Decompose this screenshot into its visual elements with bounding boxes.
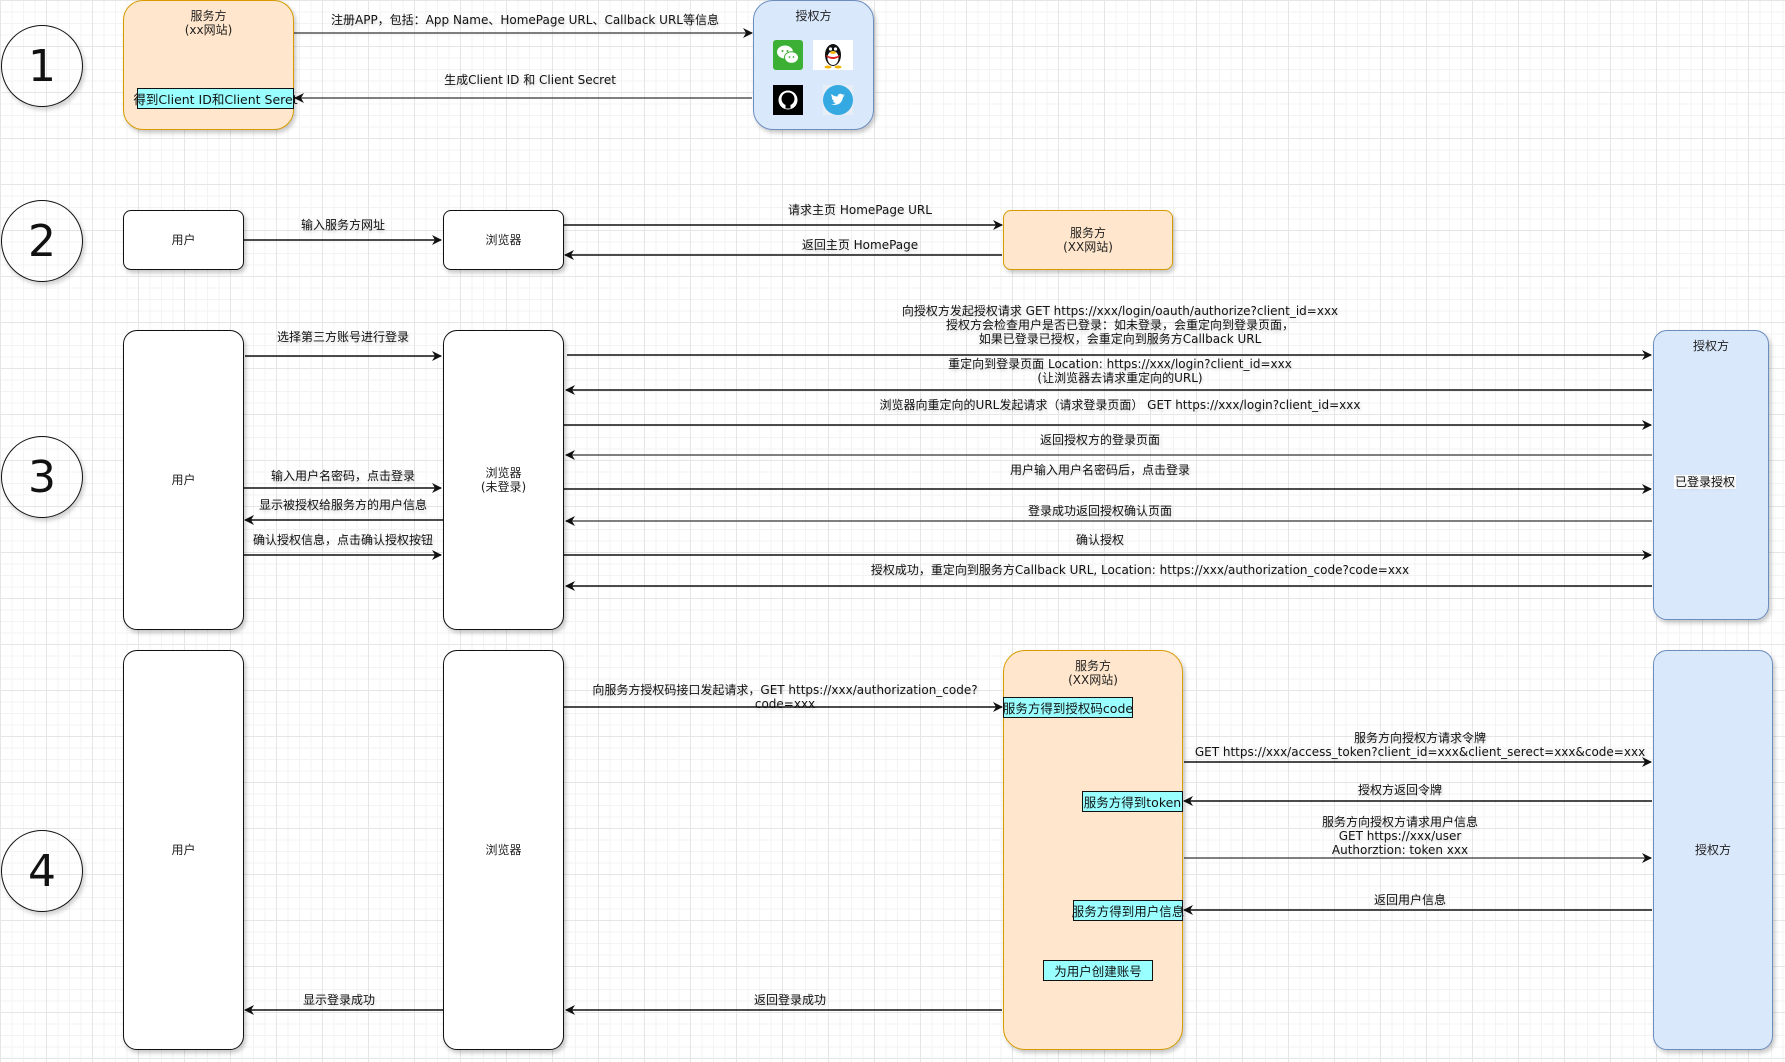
step2-browser-label: 浏览器 (485, 233, 522, 247)
step2-input-url-label: 输入服务方网址 (300, 218, 385, 232)
step4-code-note: 服务方得到授权码code (1003, 697, 1133, 718)
step4-auth-box: 授权方 (1653, 650, 1773, 1050)
step2-user-box: 用户 (123, 210, 244, 270)
step4-code-request-label: 向服务方授权码接口发起请求，GET https://xxx/authorizat… (592, 683, 978, 711)
step3-confirm-auth-label: 确认授权 (1075, 533, 1124, 547)
step3-logged-in-label: 已登录授权 (1674, 475, 1736, 489)
step4-browser-box: 浏览器 (443, 650, 564, 1050)
step2-return-home-label: 返回主页 HomePage (801, 238, 919, 252)
github-icon (773, 85, 803, 115)
step3-auth-label: 授权方 (1692, 339, 1729, 353)
step3-browser-box: 浏览器 (未登录) (443, 330, 564, 630)
step3-return-login-label: 返回授权方的登录页面 (1039, 433, 1160, 447)
step4-login-ok-label: 返回登录成功 (753, 993, 826, 1007)
step1-auth-label: 授权方 (795, 9, 832, 23)
step4-service-label: 服务方 (XX网站) (1068, 659, 1118, 687)
step1-service-label: 服务方 (xx网站) (184, 9, 233, 37)
step4-user-request-label: 服务方向授权方请求用户信息 GET https://xxx/user Autho… (1321, 815, 1478, 857)
step4-show-ok-label: 显示登录成功 (302, 993, 375, 1007)
step-1-badge: 1 (1, 25, 83, 107)
step4-create-account-note: 为用户创建账号 (1043, 960, 1153, 981)
step4-token-note: 服务方得到token (1082, 791, 1183, 812)
step2-browser-box: 浏览器 (443, 210, 564, 270)
step-3-badge: 3 (1, 436, 83, 518)
step3-confirm-label: 确认授权信息，点击确认授权按钮 (252, 533, 433, 547)
step3-auth-request-label: 向授权方发起授权请求 GET https://xxx/login/oauth/a… (901, 304, 1339, 346)
step4-userinfo-note: 服务方得到用户信息 (1072, 900, 1184, 921)
step3-auth-success-label: 授权成功，重定向到服务方Callback URL, Location: http… (870, 563, 1410, 577)
step3-input-pwd-label: 输入用户名密码，点击登录 (270, 469, 415, 483)
step3-browser-request-label: 浏览器向重定向的URL发起请求（请求登录页面） GET https://xxx/… (879, 398, 1361, 412)
step3-redirect-login-label: 重定向到登录页面 Location: https://xxx/login?cli… (948, 357, 1292, 385)
twitter-icon (823, 85, 853, 115)
step4-user-label: 用户 (171, 843, 196, 857)
step3-user-login-label: 用户输入用户名密码后，点击登录 (1009, 463, 1190, 477)
step4-user-return-label: 返回用户信息 (1373, 893, 1446, 907)
step4-auth-label: 授权方 (1694, 843, 1731, 857)
step2-service-box: 服务方 (XX网站) (1003, 210, 1173, 270)
step2-request-home-label: 请求主页 HomePage URL (788, 203, 932, 217)
step3-login-success-label: 登录成功返回授权确认页面 (1027, 504, 1172, 518)
step3-show-info-label: 显示被授权给服务方的用户信息 (258, 498, 427, 512)
step1-client-id-note: 得到Client ID和Client Seret (133, 88, 298, 109)
step4-user-box: 用户 (123, 650, 244, 1050)
qq-icon (813, 40, 853, 70)
wechat-icon (773, 40, 803, 70)
step4-browser-label: 浏览器 (485, 843, 522, 857)
step1-service-box: 服务方 (xx网站) (123, 0, 294, 130)
step3-user-box: 用户 (123, 330, 244, 630)
step1-register-label: 注册APP，包括：App Name、HomePage URL、Callback … (331, 13, 719, 27)
step4-token-request-label: 服务方向授权方请求令牌 GET https://xxx/access_token… (1194, 731, 1646, 759)
step3-select-label: 选择第三方账号进行登录 (276, 330, 409, 344)
step1-generate-label: 生成Client ID 和 Client Secret (444, 73, 616, 87)
step3-browser-label: 浏览器 (未登录) (480, 466, 527, 494)
step2-service-label: 服务方 (XX网站) (1063, 226, 1113, 254)
step4-token-return-label: 授权方返回令牌 (1357, 783, 1442, 797)
step2-user-label: 用户 (171, 233, 196, 247)
step3-user-label: 用户 (171, 473, 196, 487)
step-4-badge: 4 (1, 830, 83, 912)
step-2-badge: 2 (1, 200, 83, 282)
